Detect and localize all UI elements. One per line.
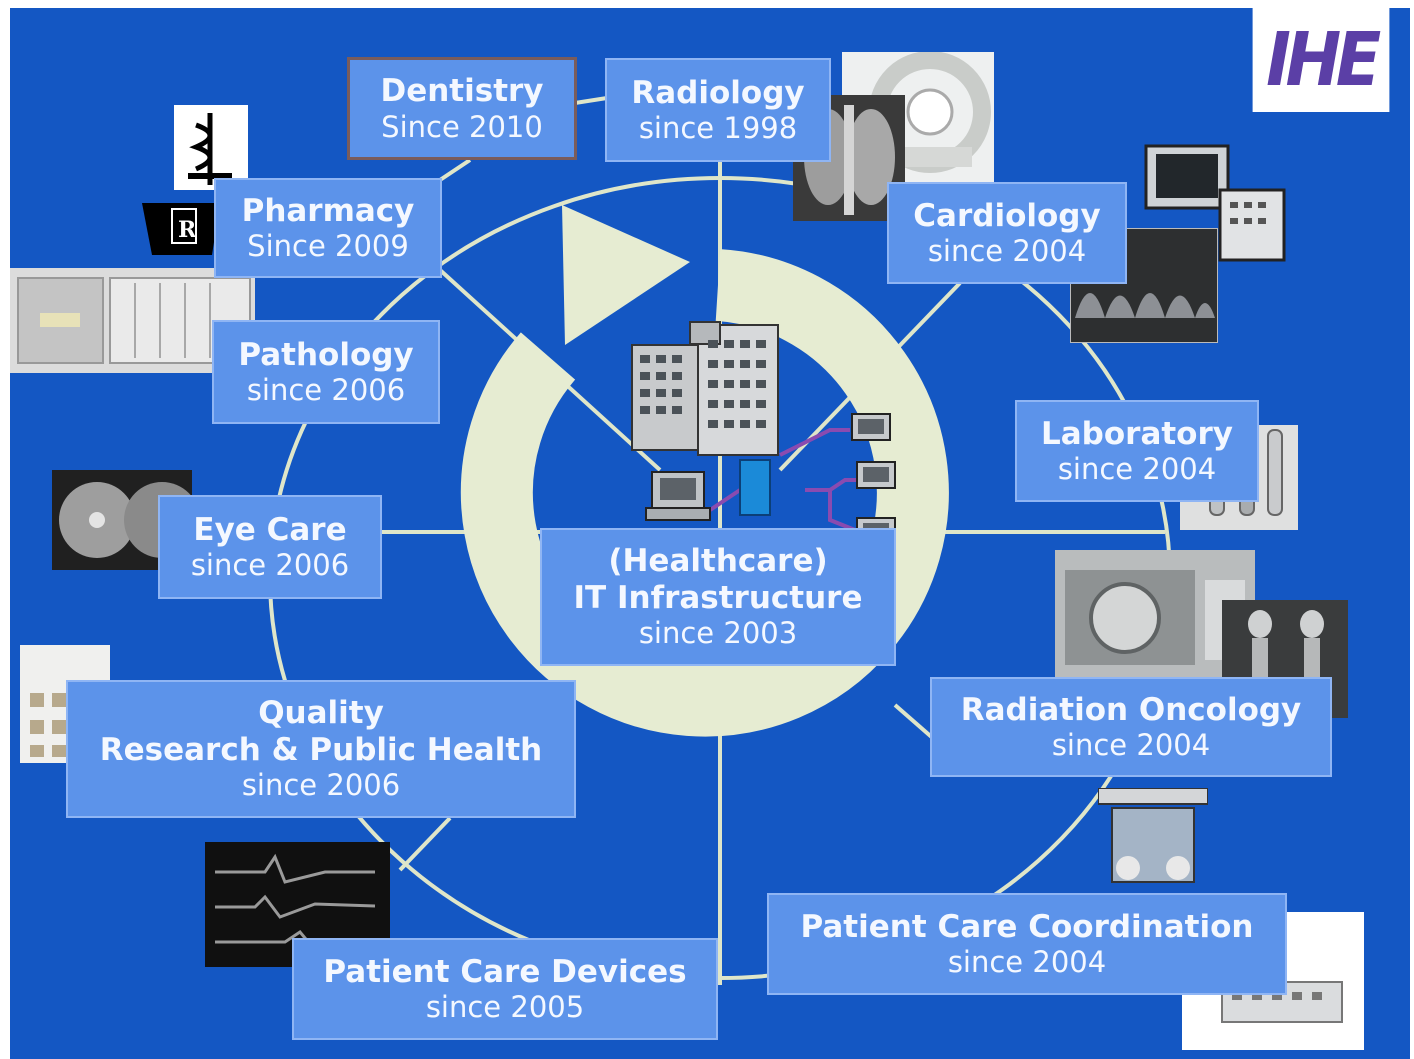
domain-since: since 2004 <box>947 945 1107 980</box>
domain-name: Dentistry <box>380 73 544 110</box>
domain-since: since 2006 <box>246 373 406 408</box>
domain-name: Pathology <box>238 336 414 373</box>
computer-icon <box>645 471 711 521</box>
domain-name: Radiology <box>631 74 805 111</box>
domain-cardiology[interactable]: Cardiology since 2004 <box>887 182 1127 284</box>
domain-name: Eye Care <box>193 511 347 548</box>
domain-since: since 2006 <box>190 548 350 583</box>
care-team-image <box>1098 788 1208 883</box>
ultrasound-machine-image <box>1144 144 1286 262</box>
domain-name-line1: Quality <box>258 695 384 732</box>
domain-eye-care[interactable]: Eye Care since 2006 <box>158 495 382 599</box>
domain-since: since 2005 <box>425 990 585 1025</box>
domain-name-line2: Research & Public Health <box>99 731 543 768</box>
domain-name: Pharmacy <box>241 192 415 229</box>
domain-name: Cardiology <box>913 197 1101 234</box>
domain-dentistry[interactable]: Dentistry Since 2010 <box>347 57 577 160</box>
domain-name: Radiation Oncology <box>960 691 1302 728</box>
network-cabling-icon <box>708 428 860 532</box>
hub-title-line1: (Healthcare) <box>608 543 828 580</box>
domain-since: since 1998 <box>638 111 798 146</box>
hub-since: since 2003 <box>638 616 798 651</box>
link-dent-pharm <box>438 158 472 182</box>
server-icon <box>739 459 771 516</box>
svg-text:R: R <box>178 217 197 243</box>
domain-laboratory[interactable]: Laboratory since 2004 <box>1015 400 1259 502</box>
domain-pharmacy[interactable]: Pharmacy Since 2009 <box>214 178 442 278</box>
domain-radiation-oncology[interactable]: Radiation Oncology since 2004 <box>930 677 1332 777</box>
spoke-radonc <box>893 703 937 742</box>
domain-since: since 2004 <box>1057 452 1217 487</box>
hospital-building-icon <box>631 321 779 456</box>
cycle-arrow-head-icon <box>562 205 690 345</box>
domain-name: Patient Care Devices <box>323 953 687 990</box>
cycle-arrow-icon <box>460 249 949 737</box>
domain-quality-research-public-health[interactable]: Quality Research & Public Health since 2… <box>66 680 576 818</box>
workstation-icons <box>851 413 896 545</box>
domain-name: Patient Care Coordination <box>800 908 1254 945</box>
domain-since: Since 2009 <box>247 229 409 264</box>
domain-patient-care-devices[interactable]: Patient Care Devices since 2005 <box>292 938 718 1040</box>
domain-radiology[interactable]: Radiology since 1998 <box>605 58 831 162</box>
pharmacy-rx-icon: R <box>142 105 248 255</box>
domain-since: since 2006 <box>241 768 401 803</box>
domain-since: since 2004 <box>927 234 1087 269</box>
link-dent-rad <box>574 96 608 105</box>
domain-it-infrastructure-hub[interactable]: (Healthcare) IT Infrastructure since 200… <box>540 528 896 666</box>
spoke-quality <box>398 816 452 872</box>
ihe-logo: IHE <box>1252 8 1390 112</box>
domain-name: Laboratory <box>1041 415 1233 452</box>
domain-since: Since 2010 <box>381 109 543 144</box>
domain-patient-care-coordination[interactable]: Patient Care Coordination since 2004 <box>767 893 1287 995</box>
domain-pathology[interactable]: Pathology since 2006 <box>212 320 440 424</box>
hub-title-line2: IT Infrastructure <box>573 579 863 616</box>
domain-since: since 2004 <box>1051 728 1211 763</box>
